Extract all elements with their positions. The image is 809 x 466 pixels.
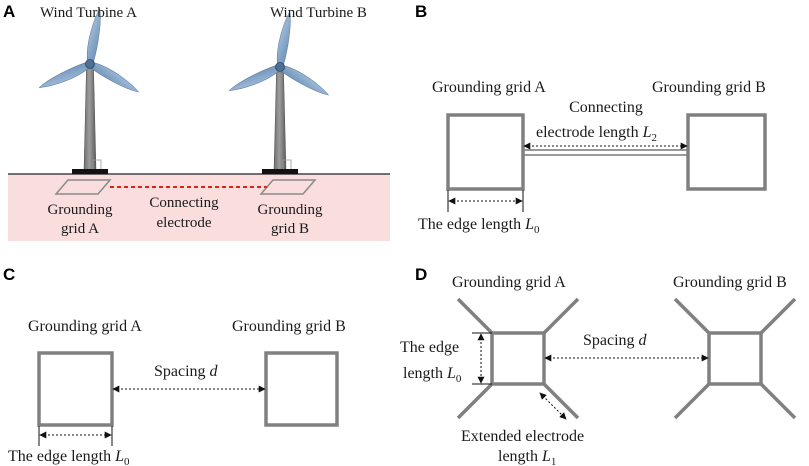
grid-b-label-line1: Grounding (258, 202, 323, 218)
panel-d-grid-b-label: Grounding grid B (673, 274, 787, 291)
panel-d-extended-sub: 1 (551, 456, 557, 466)
panel-d-edge-sub: 0 (456, 373, 462, 385)
panel-b-edge-var: L (524, 216, 534, 233)
panel-d-grid-a-square (490, 331, 546, 386)
panel-b-edge-text: The edge length (418, 216, 521, 233)
panel-d-edge-text: length (403, 365, 443, 382)
connecting-electrode-label-line1: Connecting (149, 195, 219, 211)
panel-b-connect-label-line1: Connecting (569, 99, 643, 116)
panel-c-spacing-var: d (210, 363, 219, 380)
panel-c-edge-label: The edge length L0 (8, 448, 130, 466)
panel-b-grid-a-square (446, 113, 525, 191)
panel-b-connect-var: L (642, 124, 652, 141)
panel-d-edge-var: L (446, 365, 456, 382)
panel-c-edge-sub: 0 (124, 456, 130, 466)
panel-d-grid-a-electrode-tr (542, 297, 580, 335)
grid-b-label-line2: grid B (271, 221, 309, 237)
panel-c-edge-var: L (114, 448, 124, 465)
panel-a-letter: A (3, 2, 15, 21)
panel-d-grid-b-square (707, 331, 763, 386)
panel-d-grid-a-electrode-br (542, 382, 580, 420)
turbine-a-label: Wind Turbine A (40, 5, 137, 21)
soil-region (8, 174, 390, 241)
panel-d-grid-b (673, 297, 797, 420)
connecting-electrode-label-line2: electrode (157, 215, 212, 231)
panel-d-spacing-label: Spacing d (583, 332, 648, 349)
panel-b: B Grounding grid A Grounding grid B Conn… (415, 2, 767, 236)
panel-b-connect-text: electrode length (536, 124, 639, 141)
panel-d-grid-a-electrode-bl (456, 382, 494, 420)
panel-c: C Grounding grid A Grounding grid B Spac… (3, 265, 346, 466)
panel-c-letter: C (3, 265, 15, 284)
panel-c-grid-b-label: Grounding grid B (232, 318, 346, 335)
panel-d-extended-label-line2: length L1 (498, 448, 556, 466)
panel-b-edge-label: The edge length L0 (418, 216, 540, 236)
panel-c-grid-a-label: Grounding grid A (28, 318, 142, 335)
wind-turbine-a (38, 8, 140, 174)
panel-b-connecting-electrode (522, 149, 689, 156)
grid-a-label-line1: Grounding (48, 202, 113, 218)
panel-d-edge-label-line2: length L0 (403, 365, 462, 385)
panel-d-grid-b-electrode-tr (759, 297, 797, 335)
buried-grid-a (54, 179, 112, 195)
panel-d-extended-label-line1: Extended electrode (461, 428, 584, 445)
panel-d-letter: D (415, 265, 427, 284)
grid-a-label-line2: grid A (61, 221, 99, 237)
panel-d: D Grounding grid A Grounding grid B The … (400, 265, 797, 466)
panel-c-spacing-text: Spacing (154, 363, 206, 380)
panel-d-grid-a (456, 297, 580, 420)
panel-d-grid-b-electrode-br (759, 382, 797, 420)
panel-d-grid-a-electrode-tl (456, 297, 494, 335)
panel-c-edge-text: The edge length (8, 448, 111, 465)
panel-d-extended-text: length (498, 448, 538, 465)
panel-b-grid-a-label: Grounding grid A (432, 79, 546, 96)
wind-turbine-b (228, 11, 330, 174)
panel-b-letter: B (415, 2, 427, 21)
panel-d-spacing-var: d (639, 332, 648, 349)
panel-d-grid-b-electrode-tl (673, 297, 711, 335)
panel-b-grid-b-square (686, 113, 767, 191)
panel-d-grid-a-label: Grounding grid A (452, 274, 566, 291)
panel-c-grid-a-square (37, 351, 114, 427)
buried-grid-b (259, 179, 317, 195)
panel-b-grid-b-label: Grounding grid B (652, 79, 766, 96)
panel-d-spacing-text: Spacing (583, 332, 635, 349)
panel-c-grid-b-square (264, 351, 339, 427)
panel-b-connect-sub: 2 (652, 132, 658, 144)
panel-b-edge-sub: 0 (534, 224, 540, 236)
panel-c-spacing-label: Spacing d (154, 363, 219, 380)
panel-d-extended-length-arrow (539, 392, 567, 420)
panel-a: A (3, 2, 390, 241)
turbine-b-label: Wind Turbine B (270, 5, 367, 21)
panel-d-grid-b-electrode-bl (673, 382, 711, 420)
panel-b-connect-label-line2: electrode length L2 (536, 124, 657, 144)
panel-d-edge-label-line1: The edge (400, 339, 459, 356)
panel-d-extended-var: L (541, 448, 551, 465)
